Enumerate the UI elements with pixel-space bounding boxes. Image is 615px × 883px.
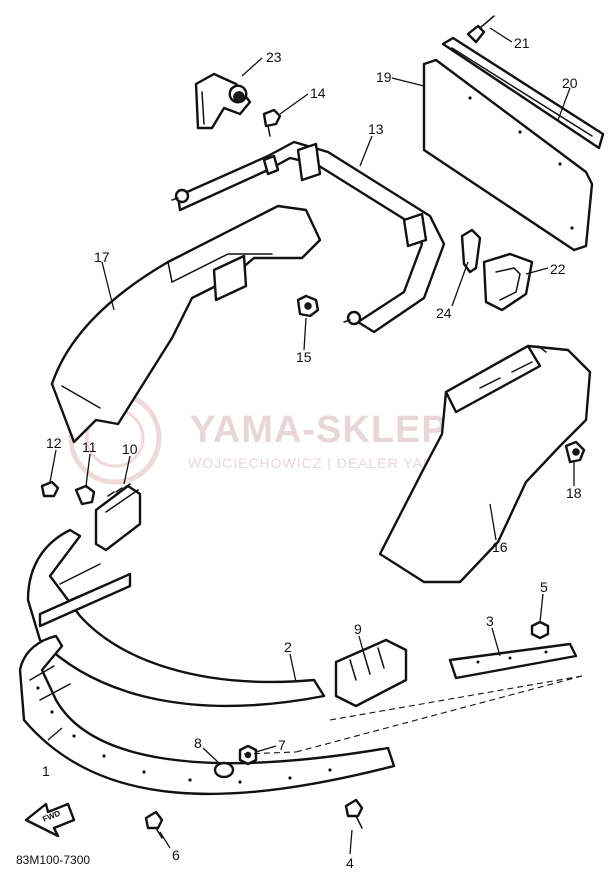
part-8-washer xyxy=(213,761,235,779)
callout-8: 8 xyxy=(194,735,202,751)
callout-2: 2 xyxy=(284,639,292,655)
callout-labels: 1 2 3 4 5 6 7 8 9 10 11 12 13 14 15 16 1… xyxy=(42,35,582,871)
part-14-bolt xyxy=(262,108,282,137)
part-1-lower-rail xyxy=(18,634,396,796)
part-12-screw xyxy=(40,480,60,498)
part-11-grommet xyxy=(74,484,96,506)
callout-11: 11 xyxy=(82,439,97,455)
callout-20: 20 xyxy=(562,75,578,91)
part-22-latch xyxy=(482,252,534,312)
part-24-clip xyxy=(460,228,482,274)
part-16-rear-cover xyxy=(378,344,592,584)
callout-1: 1 xyxy=(42,763,50,779)
part-21-screw xyxy=(466,15,495,44)
part-7-nut xyxy=(238,744,258,766)
callout-13: 13 xyxy=(368,121,384,137)
part-2-upper-rail xyxy=(26,528,326,708)
watermark-subtitle: WOJCIECHOWICZ | DEALER YAMAHA xyxy=(188,455,467,471)
part-17-side-cover xyxy=(50,204,322,444)
callout-15: 15 xyxy=(296,349,312,365)
leader-lines xyxy=(47,27,575,855)
callout-23: 23 xyxy=(266,49,282,65)
callout-12: 12 xyxy=(46,435,62,451)
reference-lines xyxy=(243,675,583,755)
fwd-arrow-icon: FWD xyxy=(24,802,76,838)
part-3-strip xyxy=(448,642,578,680)
drawing-code: 83M100-7300 xyxy=(16,853,90,867)
callout-4: 4 xyxy=(346,855,354,871)
callout-6: 6 xyxy=(172,847,180,863)
part-13-frame xyxy=(171,140,446,334)
part-4-screw xyxy=(344,798,364,829)
part-6-screw xyxy=(144,810,164,839)
part-23-bracket xyxy=(194,72,252,130)
callout-9: 9 xyxy=(354,621,362,637)
part-5-nut xyxy=(530,620,550,640)
callout-7: 7 xyxy=(278,737,286,753)
callout-19: 19 xyxy=(376,69,392,85)
callout-24: 24 xyxy=(436,305,452,321)
part-18-screw xyxy=(564,440,586,464)
callout-3: 3 xyxy=(486,613,494,629)
callout-17: 17 xyxy=(94,249,110,265)
part-19-panel-plate xyxy=(422,58,594,252)
callout-18: 18 xyxy=(566,485,582,501)
part-20-seal-strip xyxy=(441,36,605,150)
callout-14: 14 xyxy=(310,85,326,101)
callout-21: 21 xyxy=(514,35,530,51)
part-10-damper xyxy=(94,483,142,552)
callout-16: 16 xyxy=(492,539,508,555)
callout-5: 5 xyxy=(540,579,548,595)
part-9-damper-block xyxy=(334,638,408,708)
callout-10: 10 xyxy=(122,441,138,457)
callout-22: 22 xyxy=(550,261,566,277)
part-15-nut xyxy=(296,294,320,318)
